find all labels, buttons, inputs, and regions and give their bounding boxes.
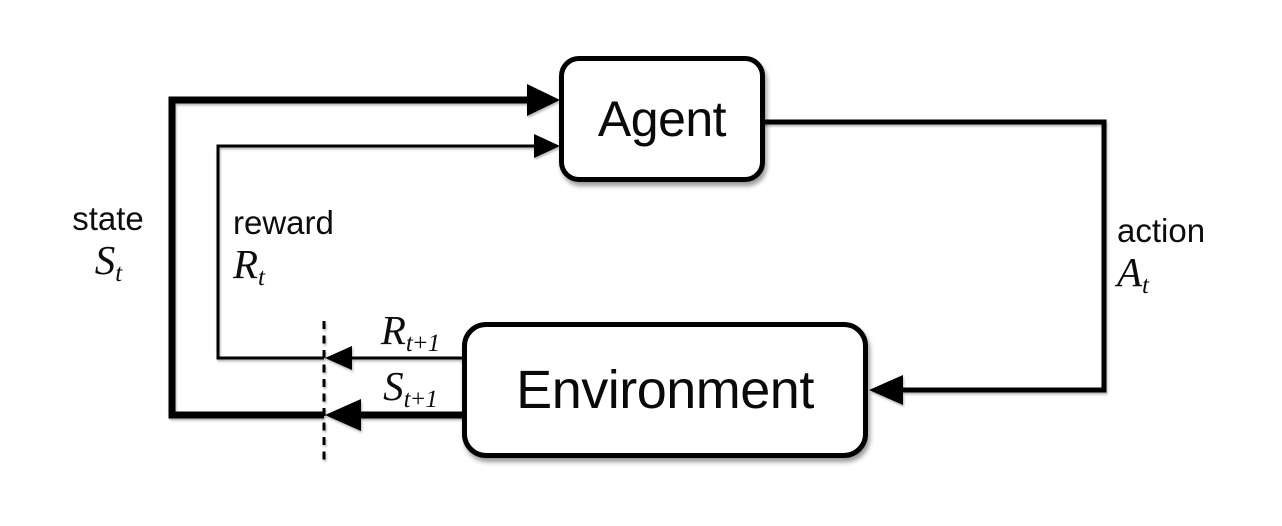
next-state-arrowhead [325,399,361,431]
action-word: action [1117,212,1206,249]
action-subscript: t [1142,272,1149,299]
state-symbol: St [94,237,122,287]
state-label: state St [52,200,164,287]
state-word: state [72,200,144,237]
environment-box-label: Environment [516,360,814,420]
reward-word: reward [233,204,334,241]
next-state-label: St+1 [334,363,486,413]
next-state-subscript: t+1 [403,386,438,413]
next-reward-symbol: Rt+1 [380,307,440,357]
state-subscript: t [115,260,122,287]
state-arrowhead-into-agent [527,84,560,116]
next-reward-label: Rt+1 [334,307,486,357]
action-symbol: At [1117,249,1149,299]
state-loop-line [168,96,530,419]
reward-symbol: Rt [233,241,265,291]
reward-subscript: t [258,264,265,291]
next-state-symbol: St+1 [383,363,438,413]
reward-arrowhead-into-agent [534,134,560,158]
agent-box: Agent [559,56,765,182]
next-reward-subscript: t+1 [405,330,440,357]
action-loop-line [763,119,1107,393]
next-reward-arrowhead [325,346,352,370]
reward-label: reward Rt [233,204,373,291]
agent-box-label: Agent [597,91,727,147]
action-label: action At [1117,212,1257,299]
environment-box: Environment [462,322,868,458]
reward-loop-line [216,144,534,360]
action-arrowhead-into-environment [869,375,903,405]
